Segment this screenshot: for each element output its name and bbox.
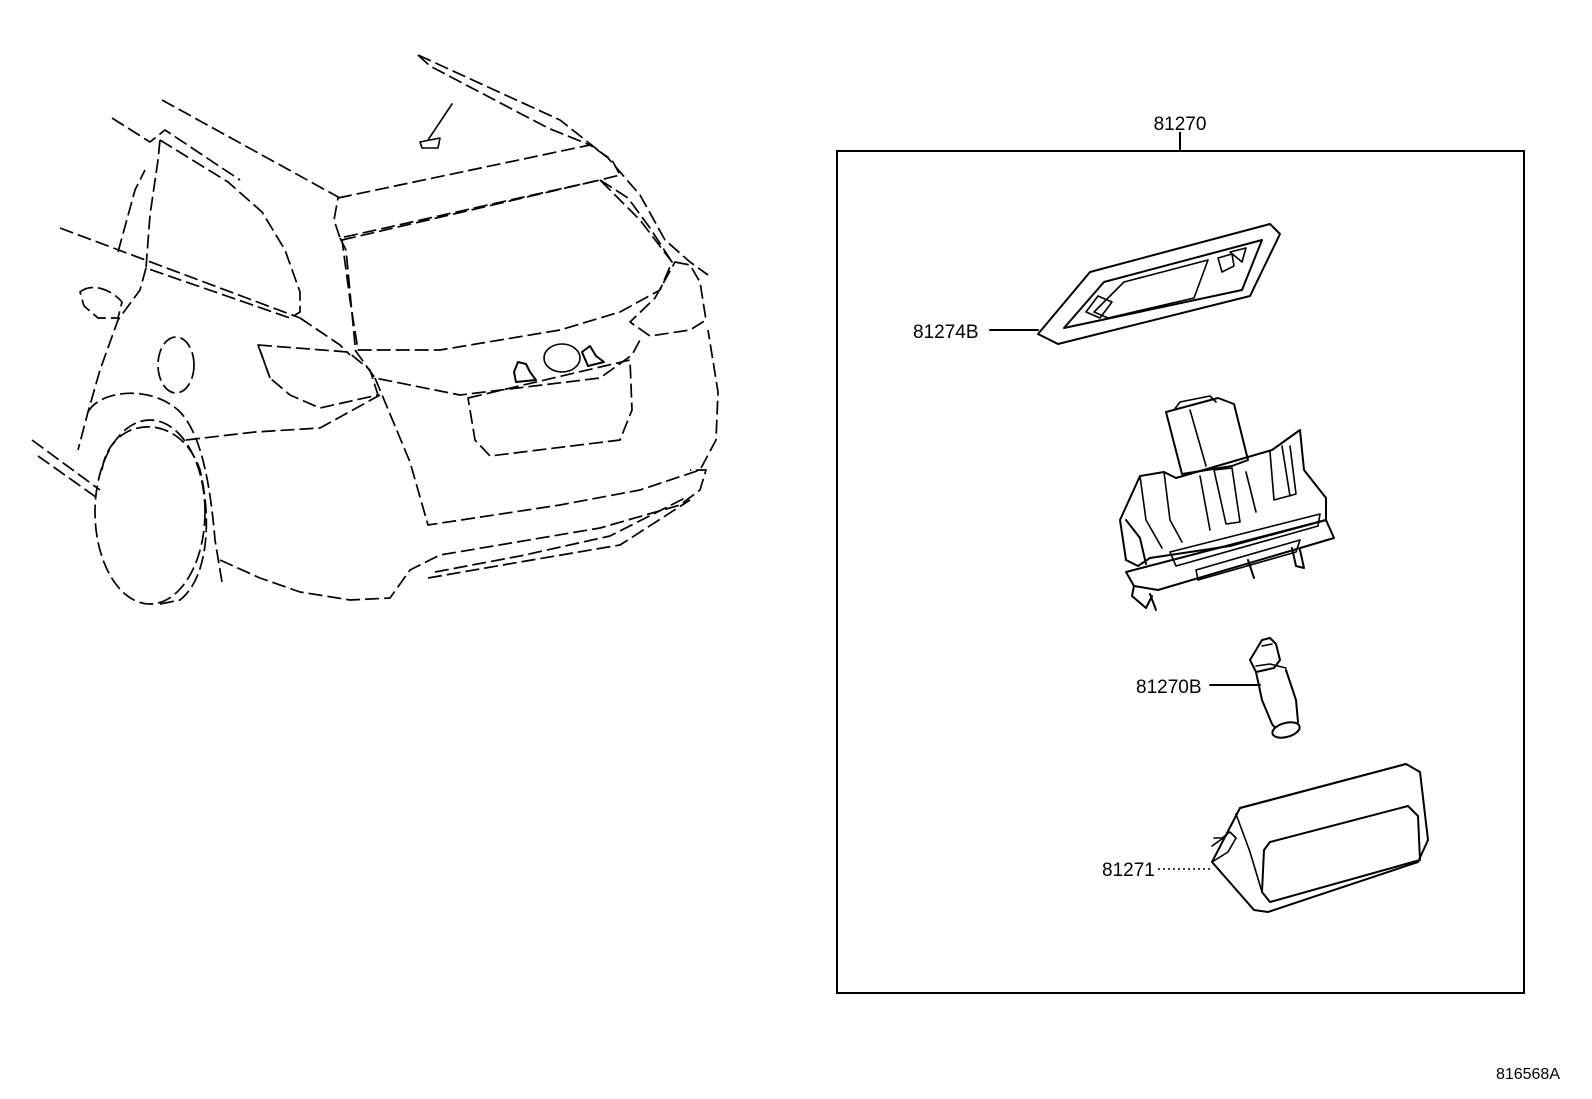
assembly-label: 81270 [1154,114,1207,135]
drawing-code: 816568A [1496,1066,1560,1083]
bulb-part [1249,637,1301,739]
assembly-box [836,132,1525,994]
part-label-81271: 81271 [1102,860,1155,881]
lens-part [1211,763,1429,913]
lamp-socket-part [1119,395,1335,611]
gasket-part [1037,223,1281,345]
part-label-81270b: 81270B [1136,677,1202,698]
part-label-81274b: 81274B [913,322,979,343]
vehicle-rear-illustration [31,54,719,605]
